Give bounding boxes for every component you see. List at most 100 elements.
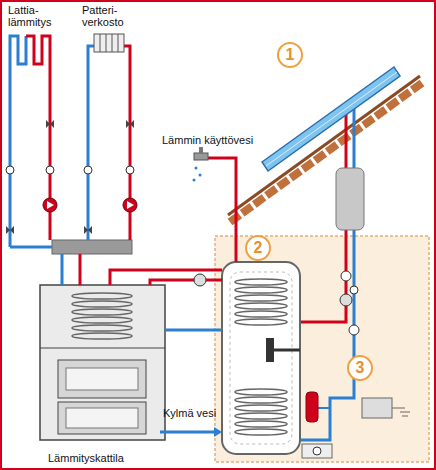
solar-collector: [262, 67, 400, 171]
expansion-vessel: [318, 407, 330, 409]
part-label: Lämmityskattila: [48, 452, 124, 464]
boiler: [72, 317, 132, 323]
hot-water-tap: [199, 147, 203, 153]
boiler-tank-pipes: [110, 270, 222, 330]
insulated-pipe: [336, 168, 364, 230]
boiler-tank-pipes: [165, 329, 222, 332]
hot-water-tap: [206, 158, 236, 262]
storage-tank: [222, 262, 300, 454]
storage-tank: [235, 421, 287, 427]
cold-water-pipe: [160, 431, 214, 434]
equipment-area: [215, 236, 429, 462]
storage-tank: [235, 397, 287, 403]
callout-text: 3: [356, 360, 365, 376]
heating-circuits: [10, 36, 130, 285]
boiler: [72, 333, 132, 339]
heating-circuits: [79, 254, 82, 285]
solar-pipes: [300, 98, 354, 440]
storage-tank: [235, 295, 287, 301]
boiler: [72, 309, 132, 315]
part-label: Lattia- lämmitys: [8, 4, 60, 28]
charging-pump: [194, 274, 206, 286]
callout-text: 2: [254, 240, 263, 256]
part-label: Kylmä vesi: [163, 407, 216, 419]
storage-tank: [235, 405, 287, 411]
storage-tank: [235, 389, 287, 395]
storage-tank: [235, 279, 287, 285]
insulated-pipe: [336, 168, 364, 230]
controller: [392, 408, 405, 409]
manifold: [52, 240, 132, 254]
callout-number: 1: [277, 42, 303, 68]
storage-tank: [266, 338, 274, 362]
pumps-and-valves: [6, 166, 14, 174]
pump-station: [302, 444, 332, 458]
pumps-and-valves: [43, 198, 57, 212]
solar-pipes: [300, 98, 354, 440]
controller: [362, 398, 392, 418]
storage-tank: [235, 311, 287, 317]
pumps-and-valves: [6, 226, 14, 234]
radiator: [100, 34, 118, 52]
heating-circuits: [61, 254, 64, 285]
boiler: [72, 301, 132, 307]
charging-pump: [194, 274, 206, 286]
controller: [402, 416, 408, 417]
boiler-tank-pipes: [110, 270, 222, 285]
solar-valves: [341, 271, 351, 281]
heating-circuits: [88, 46, 94, 240]
pumps-and-valves: [123, 198, 137, 212]
storage-tank: [235, 303, 287, 309]
cold-water-pipe: [160, 427, 222, 437]
callout-text: 1: [286, 47, 295, 63]
pumps-and-valves: [126, 120, 134, 128]
expansion-vessel: [306, 392, 318, 422]
part-label: Lämmin käyttövesi: [162, 134, 253, 146]
solar-collector: [262, 67, 400, 171]
callout-number: 2: [245, 235, 271, 261]
boiler: [40, 348, 165, 349]
hot-water-tap: [193, 179, 196, 182]
hot-water-tap: [199, 174, 202, 177]
hot-water-tap: [195, 167, 198, 170]
pumps-and-valves: [46, 120, 54, 128]
storage-tank: [235, 429, 287, 435]
manifold: [52, 240, 132, 254]
solar-valves: [349, 325, 359, 335]
storage-tank: [230, 272, 292, 444]
boiler: [58, 360, 146, 398]
pump-station: [313, 447, 321, 455]
boiler: [40, 285, 165, 440]
storage-tank: [222, 262, 300, 454]
hot-water-tap: [193, 147, 237, 262]
part-label: Patteri- verkosto: [82, 4, 138, 28]
storage-tank: [235, 279, 287, 435]
storage-tank: [235, 319, 287, 325]
boiler: [72, 293, 132, 339]
pump-station: [302, 444, 332, 458]
cold-water-pipe: [214, 427, 222, 437]
controller: [362, 398, 410, 418]
pumps-and-valves: [46, 166, 54, 174]
boiler: [72, 325, 132, 331]
boiler-tank-pipes: [150, 280, 222, 285]
expansion-vessel: [306, 392, 330, 422]
storage-tank: [272, 349, 300, 352]
pumps-and-valves: [6, 120, 137, 234]
pumps-and-valves: [126, 166, 134, 174]
roof: [230, 83, 422, 222]
callout-number: 3: [347, 355, 373, 381]
solar-collector: [266, 72, 397, 166]
hot-water-tap: [194, 153, 208, 160]
radiator: [94, 34, 124, 52]
equipment-area: [215, 236, 429, 462]
pumps-and-valves: [84, 166, 92, 174]
heating-circuits: [10, 36, 26, 247]
roof: [228, 76, 422, 222]
boiler: [40, 285, 165, 440]
roof: [228, 76, 420, 215]
